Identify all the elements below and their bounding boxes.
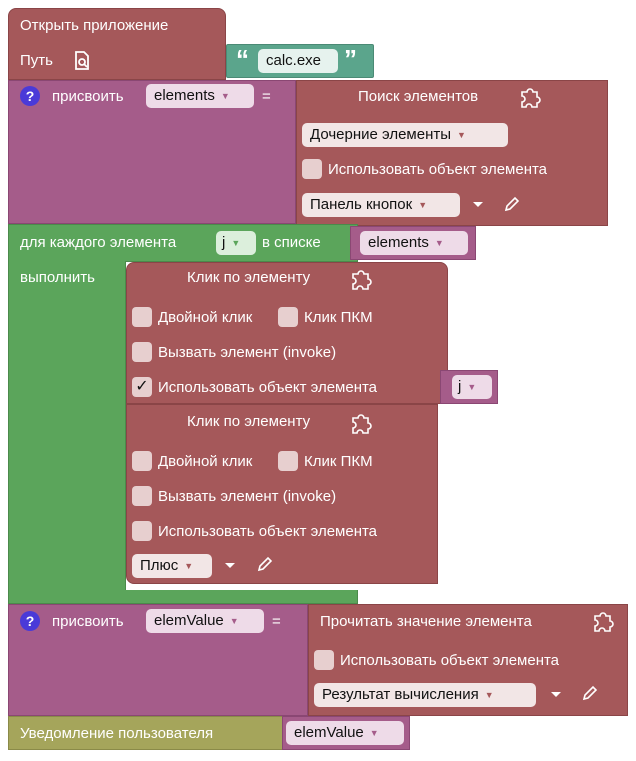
use-object-checkbox[interactable]: [314, 650, 334, 670]
right-click-checkbox[interactable]: [278, 307, 298, 327]
chevron-down-icon[interactable]: [550, 691, 562, 699]
loop-variable-dropdown[interactable]: j▼: [216, 231, 256, 255]
target-element-dropdown[interactable]: Панель кнопок ▼: [302, 193, 460, 217]
notify-user-block[interactable]: [8, 716, 284, 750]
for-each-block-bottom: [8, 590, 358, 604]
invoke-checkbox[interactable]: [132, 486, 152, 506]
dropdown-arrow-icon: ▼: [434, 238, 444, 249]
double-click-label: Двойной клик: [158, 453, 253, 470]
right-click-label: Клик ПКМ: [304, 309, 373, 326]
double-click-checkbox[interactable]: [132, 451, 152, 471]
invoke-label: Вызвать элемент (invoke): [158, 344, 337, 361]
pencil-icon[interactable]: [582, 685, 598, 701]
target-element-dropdown[interactable]: Результат вычисления ▼: [314, 683, 536, 707]
dropdown-arrow-icon: ▼: [484, 690, 494, 701]
for-each-label: для каждого элемента: [20, 234, 177, 251]
do-label: выполнить: [20, 269, 95, 286]
dropdown-arrow-icon: ▼: [229, 616, 239, 627]
pencil-icon[interactable]: [504, 196, 520, 212]
quote-open: “: [236, 44, 249, 74]
click-block-title: Клик по элементу: [187, 269, 311, 286]
path-value-field[interactable]: calc.exe: [258, 49, 338, 73]
use-object-checkbox[interactable]: [302, 159, 322, 179]
pencil-icon[interactable]: [257, 556, 273, 572]
click-element-block-1[interactable]: [126, 262, 448, 404]
target-element-value: Панель кнопок: [310, 196, 413, 213]
invoke-checkbox[interactable]: [132, 342, 152, 362]
read-value-title: Прочитать значение элемента: [320, 613, 532, 630]
puzzle-icon: [594, 612, 614, 632]
invoke-label: Вызвать элемент (invoke): [158, 488, 337, 505]
variable-name: elemValue: [154, 612, 224, 629]
double-click-checkbox[interactable]: [132, 307, 152, 327]
use-object-checkbox[interactable]: [132, 521, 152, 541]
chevron-down-icon[interactable]: [224, 562, 236, 570]
notify-user-label: Уведомление пользователя: [20, 725, 214, 742]
loop-variable-name: j: [222, 234, 226, 251]
object-variable-dropdown[interactable]: j▼: [452, 375, 492, 399]
scope-dropdown[interactable]: Дочерние элементы ▼: [302, 123, 508, 147]
use-object-label: Использовать объект элемента: [328, 161, 548, 178]
path-label: Путь: [20, 52, 53, 69]
equals-sign: =: [262, 88, 271, 105]
dropdown-arrow-icon: ▼: [467, 382, 477, 393]
list-variable-dropdown[interactable]: elements ▼: [360, 231, 468, 255]
open-app-block[interactable]: [8, 8, 226, 80]
equals-sign: =: [272, 613, 281, 630]
dropdown-arrow-icon: ▼: [184, 561, 194, 572]
puzzle-icon: [352, 270, 372, 290]
open-app-title: Открыть приложение: [20, 17, 169, 34]
use-object-checkbox-checked[interactable]: ✓: [132, 377, 152, 397]
assign-label: присвоить: [52, 613, 124, 630]
target-element-dropdown[interactable]: Плюс ▼: [132, 554, 212, 578]
help-icon[interactable]: ?: [20, 86, 40, 106]
find-elements-title: Поиск элементов: [358, 88, 479, 105]
quote-close: ”: [344, 44, 357, 74]
assign-label: присвоить: [52, 88, 124, 105]
right-click-checkbox[interactable]: [278, 451, 298, 471]
file-search-icon: [75, 51, 89, 70]
target-element-value: Результат вычисления: [322, 686, 479, 703]
puzzle-icon: [352, 414, 372, 434]
use-object-label: Использовать объект элемента: [340, 652, 560, 669]
right-click-label: Клик ПКМ: [304, 453, 373, 470]
use-object-label: Использовать объект элемента: [158, 523, 378, 540]
notify-variable-dropdown[interactable]: elemValue ▼: [286, 721, 404, 745]
click-block-title: Клик по элементу: [187, 413, 311, 430]
notify-variable-name: elemValue: [294, 724, 364, 741]
scope-value: Дочерние элементы: [310, 126, 452, 143]
for-each-block-spine: [8, 261, 126, 591]
help-icon[interactable]: ?: [20, 611, 40, 631]
list-variable-name: elements: [368, 234, 429, 251]
object-variable-name: j: [458, 378, 462, 395]
double-click-label: Двойной клик: [158, 309, 253, 326]
in-list-label: в списке: [262, 234, 321, 251]
variable-name: elements: [154, 87, 215, 104]
dropdown-arrow-icon: ▼: [418, 200, 428, 211]
dropdown-arrow-icon: ▼: [231, 238, 241, 249]
variable-dropdown-elemvalue[interactable]: elemValue ▼: [146, 609, 264, 633]
dropdown-arrow-icon: ▼: [457, 130, 466, 141]
variable-dropdown-elements[interactable]: elements ▼: [146, 84, 254, 108]
puzzle-icon: [521, 88, 541, 108]
dropdown-arrow-icon: ▼: [220, 91, 230, 102]
chevron-down-icon[interactable]: [472, 201, 484, 209]
use-object-label: Использовать объект элемента: [158, 379, 378, 396]
target-element-value: Плюс: [140, 557, 179, 574]
for-each-block[interactable]: [8, 224, 358, 262]
dropdown-arrow-icon: ▼: [369, 728, 379, 739]
